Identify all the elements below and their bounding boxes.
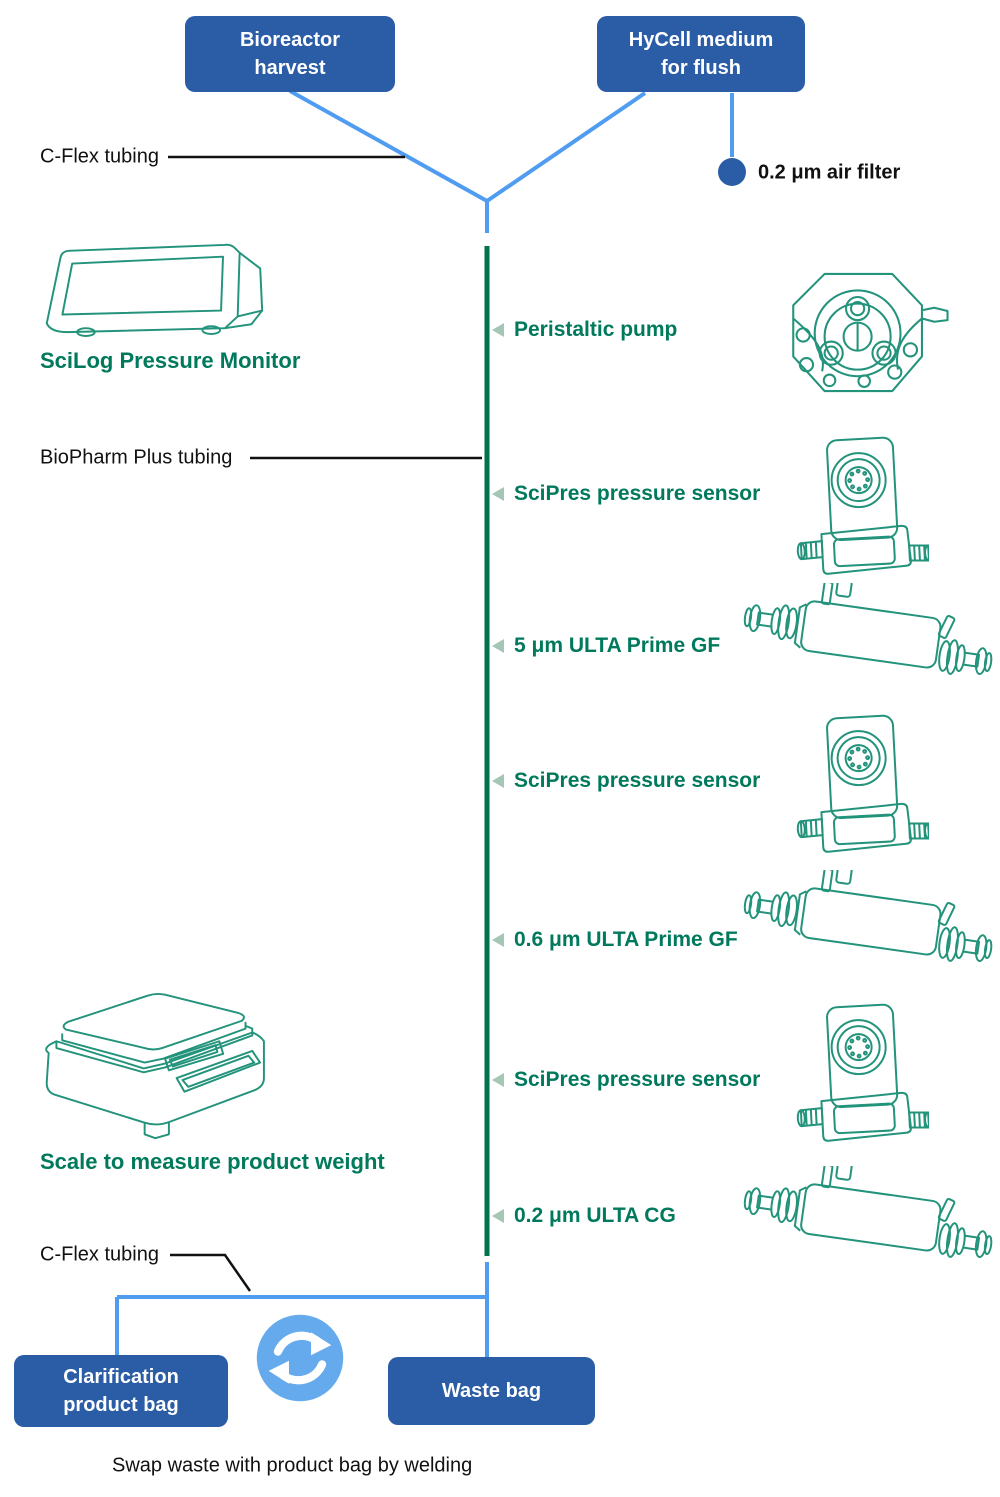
cflex-tubing-label-bottom: C-Flex tubing [40, 1243, 159, 1266]
swap-welding-icon [254, 1312, 346, 1404]
clarification-product-bag-box: Clarification product bag [14, 1355, 228, 1427]
flow-item-ulta-06um: 0.6 μm ULTA Prime GF [492, 928, 738, 952]
flow-item-scipres-3: SciPres pressure sensor [492, 1068, 760, 1092]
triangle-marker-icon [492, 639, 504, 653]
scipres-sensor-icon [794, 714, 929, 854]
scipres-sensor-icon [794, 436, 929, 576]
cflex-tubing-label-top: C-Flex tubing [40, 145, 159, 168]
triangle-marker-icon [492, 323, 504, 337]
flow-item-scipres-1: SciPres pressure sensor [492, 482, 760, 506]
air-filter-dot [718, 158, 746, 186]
biopharm-tubing-label: BioPharm Plus tubing [40, 446, 233, 469]
flow-item-ulta-5um: 5 μm ULTA Prime GF [492, 634, 720, 658]
peristaltic-pump-icon [785, 260, 950, 405]
pressure-monitor-icon [35, 240, 270, 340]
triangle-marker-icon [492, 774, 504, 788]
triangle-marker-icon [492, 1073, 504, 1087]
hycell-medium-box: HyCell medium for flush [597, 16, 805, 92]
bioreactor-harvest-box: Bioreactor harvest [185, 16, 395, 92]
cflex-pointer-bottom [170, 1253, 252, 1292]
air-filter-label: 0.2 μm air filter [758, 161, 901, 184]
waste-bag-box: Waste bag [388, 1357, 595, 1425]
ulta-prime-gf-filter-icon [740, 870, 995, 985]
triangle-marker-icon [492, 1209, 504, 1223]
pressure-monitor-label: SciLog Pressure Monitor [40, 348, 301, 373]
cflex-tubing-bottom-line [115, 1262, 489, 1358]
scale-label: Scale to measure product weight [40, 1149, 385, 1174]
swap-caption: Swap waste with product bag by welding [112, 1454, 473, 1477]
triangle-marker-icon [492, 933, 504, 947]
ulta-cg-filter-icon [740, 1166, 995, 1281]
scale-icon [32, 985, 267, 1145]
flow-item-scipres-2: SciPres pressure sensor [492, 769, 760, 793]
cflex-tubing-line [289, 89, 734, 233]
scipres-sensor-icon [794, 1003, 929, 1143]
flow-item-peristaltic-pump: Peristaltic pump [492, 318, 677, 342]
triangle-marker-icon [492, 487, 504, 501]
flow-item-ulta-02um: 0.2 μm ULTA CG [492, 1204, 676, 1228]
ulta-prime-gf-filter-icon [740, 583, 995, 698]
